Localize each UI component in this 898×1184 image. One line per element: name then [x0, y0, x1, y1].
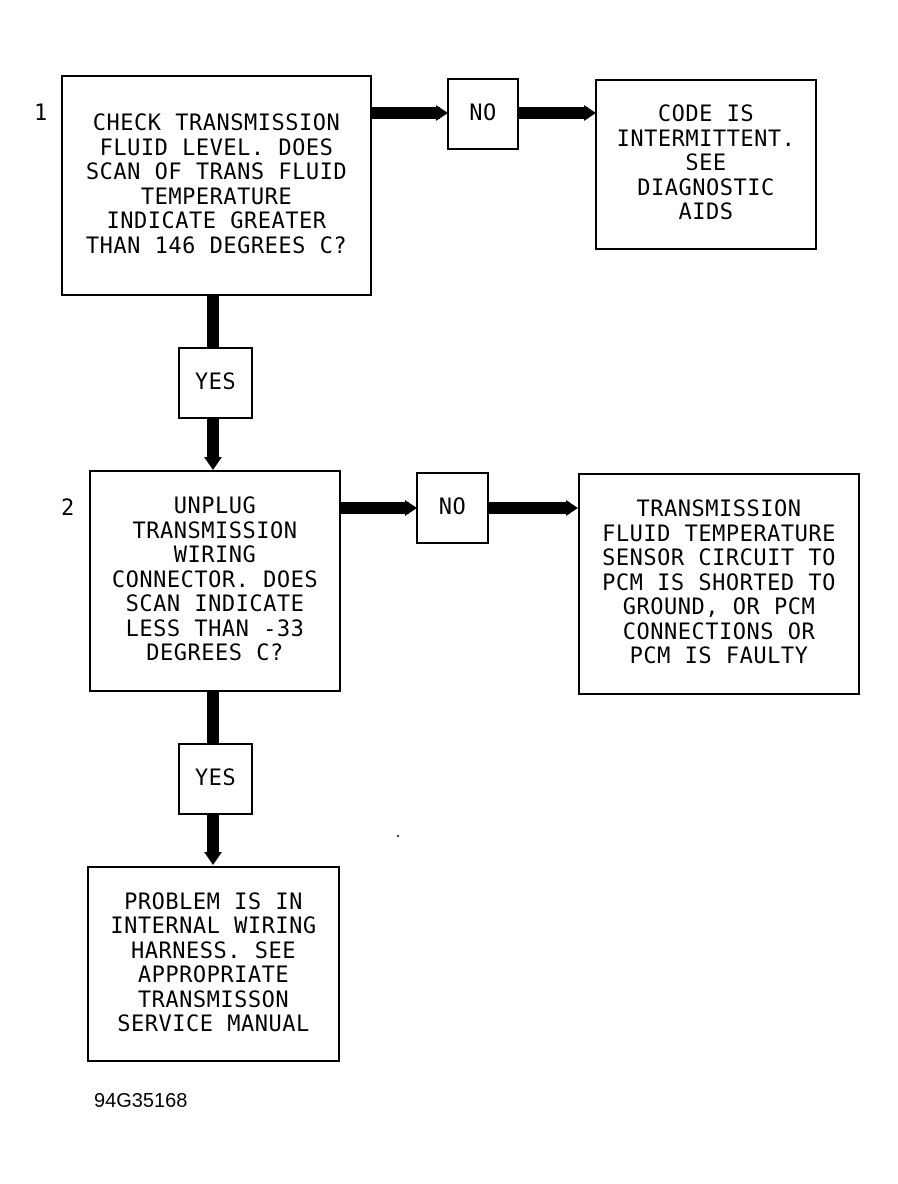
yes-label-box: YES — [178, 347, 253, 419]
scan-speck — [397, 835, 399, 837]
connector-step2-to-no — [339, 502, 409, 514]
question-text: CHECK TRANSMISSION FLUID LEVEL. DOES SCA… — [85, 111, 348, 259]
step-number: 2 — [61, 496, 75, 521]
question-text: UNPLUG TRANSMISSION WIRING CONNECTOR. DO… — [111, 494, 319, 667]
connector-step2-to-yes — [207, 690, 219, 744]
arrowhead-step2-no — [405, 500, 417, 516]
connector-no-to-result1 — [518, 107, 588, 119]
result-box-sensor-circuit: TRANSMISSION FLUID TEMPERATURE SENSOR CI… — [578, 473, 860, 695]
question-box-step1: CHECK TRANSMISSION FLUID LEVEL. DOES SCA… — [61, 75, 372, 296]
yes-label-box: YES — [178, 743, 253, 815]
no-label-box: NO — [416, 472, 489, 544]
arrowhead-final — [204, 852, 222, 865]
arrowhead-result2 — [566, 500, 578, 516]
result-box-internal-wiring: PROBLEM IS IN INTERNAL WIRING HARNESS. S… — [87, 866, 340, 1062]
connector-step1-to-yes — [207, 294, 219, 348]
arrowhead-step2 — [204, 457, 222, 470]
no-label: NO — [469, 100, 497, 126]
question-box-step2: UNPLUG TRANSMISSION WIRING CONNECTOR. DO… — [89, 470, 341, 692]
figure-id: 94G35168 — [94, 1090, 188, 1112]
step-number: 1 — [34, 101, 48, 126]
yes-label: YES — [194, 765, 237, 791]
no-label-box: NO — [447, 78, 519, 150]
result-text: TRANSMISSION FLUID TEMPERATURE SENSOR CI… — [602, 497, 836, 670]
yes-label: YES — [194, 369, 237, 395]
result-box-intermittent: CODE IS INTERMITTENT. SEE DIAGNOSTIC AID… — [595, 79, 817, 250]
arrowhead-step1-no — [436, 105, 448, 121]
arrowhead-result1 — [584, 105, 596, 121]
connector-step1-to-no — [370, 107, 440, 119]
result-text: CODE IS INTERMITTENT. SEE DIAGNOSTIC AID… — [616, 102, 796, 226]
result-text: PROBLEM IS IN INTERNAL WIRING HARNESS. S… — [110, 889, 317, 1037]
no-label: NO — [438, 494, 467, 520]
connector-no-to-result2 — [488, 502, 570, 514]
connector-yes-to-final — [207, 813, 219, 856]
connector-yes-to-step2 — [207, 417, 219, 461]
